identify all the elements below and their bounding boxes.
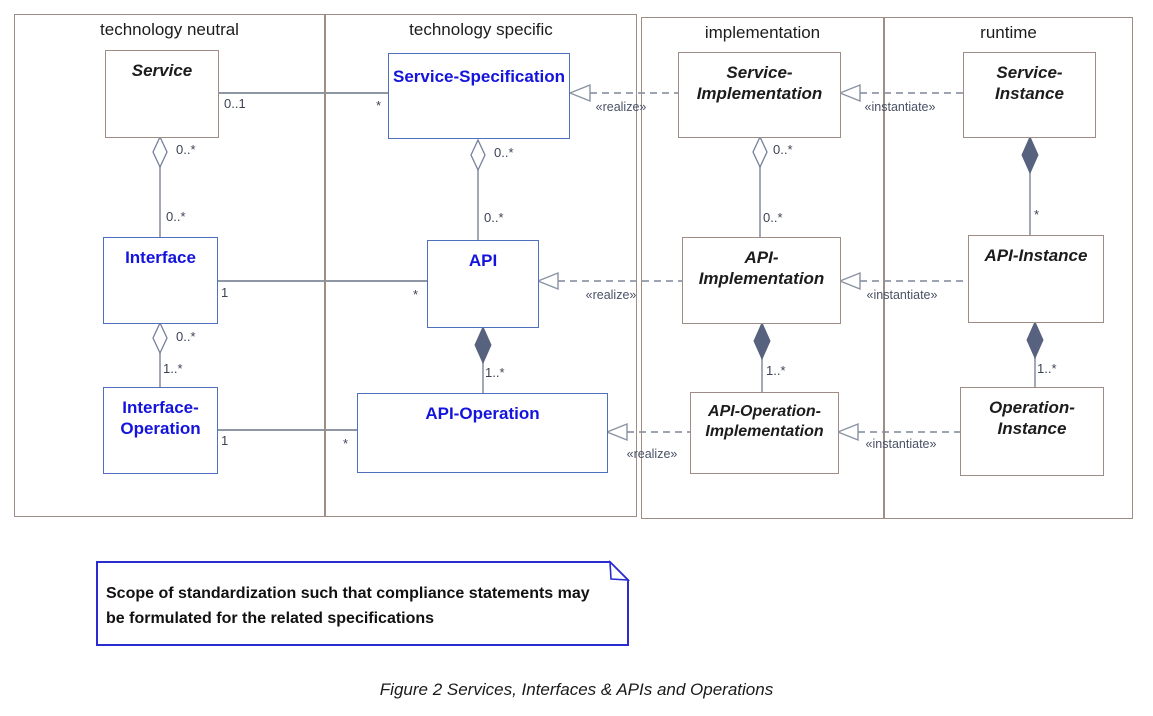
multiplicity-label: 0..* xyxy=(494,145,514,160)
aggregation-serviceimplementation-apiimplementation xyxy=(752,135,768,237)
realize-apioperationimplementation-apioperation xyxy=(605,422,690,442)
realize-apiimplementation-api xyxy=(536,271,682,291)
multiplicity-label: 0..* xyxy=(176,142,196,157)
aggregation-diamond-icon xyxy=(152,135,168,169)
multiplicity-label: 0..* xyxy=(773,142,793,157)
composition-diamond-icon xyxy=(753,321,771,361)
multiplicity-label: 1..* xyxy=(163,361,183,376)
multiplicity-label: 1..* xyxy=(1037,361,1057,376)
class-box-api-operation-implementation: API-Operation-Implementation xyxy=(690,392,839,474)
multiplicity-label: 0..* xyxy=(484,210,504,225)
class-box-api-implementation: API-Implementation xyxy=(682,237,841,324)
realize-arrow-icon xyxy=(536,271,559,291)
multiplicity-label: 1 xyxy=(221,285,229,300)
multiplicity-label: 1..* xyxy=(485,365,505,380)
note-fold-icon xyxy=(609,559,631,581)
multiplicity-label: 0..* xyxy=(176,329,196,344)
multiplicity-label: * xyxy=(413,287,419,302)
multiplicity-label: 0..1 xyxy=(224,96,246,111)
stereotype-instantiate-label: «instantiate» xyxy=(864,100,936,114)
composition-api-apioperation xyxy=(474,325,492,393)
scope-note: Scope of standardization such that compl… xyxy=(106,585,590,627)
composition-apiimplementation-apioperationimplementation xyxy=(753,321,771,392)
class-box-service-instance: Service-Instance xyxy=(963,52,1096,138)
multiplicity-label: 0..* xyxy=(166,209,186,224)
multiplicity-label: * xyxy=(376,98,382,113)
composition-serviceinstance-apiinstance xyxy=(1021,135,1039,235)
figure-caption: Figure 2 Services, Interfaces & APIs and… xyxy=(379,680,774,699)
composition-apiinstance-operationinstance xyxy=(1026,320,1044,387)
composition-diamond-icon xyxy=(1026,320,1044,360)
realize-arrow-icon xyxy=(605,422,628,442)
multiplicity-label: * xyxy=(1034,207,1040,222)
instantiate-arrow-icon xyxy=(838,83,861,103)
stereotype-realize-label: «realize» xyxy=(626,447,678,461)
lane-label: implementation xyxy=(704,23,821,42)
composition-diamond-icon xyxy=(474,325,492,365)
class-box-api-operation: API-Operation xyxy=(357,393,608,473)
class-box-api-instance: API-Instance xyxy=(968,235,1104,323)
instantiate-apiinstance-apiimplementation xyxy=(838,271,968,291)
instantiate-serviceinstance-serviceimplementation xyxy=(838,83,963,103)
aggregation-diamond-icon xyxy=(752,135,768,169)
note-shape xyxy=(96,559,631,646)
instantiate-arrow-icon xyxy=(838,271,861,291)
class-box-service-specification: Service-Specification xyxy=(388,53,570,139)
aggregation-servicespecification-api xyxy=(470,138,486,240)
lane-technology-neutral: technology neutral xyxy=(14,14,325,517)
class-box-interface-operation: Interface-Operation xyxy=(103,387,218,474)
stereotype-realize-label: «realize» xyxy=(585,288,637,302)
multiplicity-label: 0..* xyxy=(763,210,783,225)
class-box-api: API xyxy=(427,240,539,328)
multiplicity-label: 1 xyxy=(221,433,229,448)
instantiate-operationinstance-apioperationimplementation xyxy=(836,422,960,442)
lane-runtime: runtime xyxy=(884,17,1133,519)
class-box-service: Service xyxy=(105,50,219,138)
lane-label: technology neutral xyxy=(100,20,239,39)
multiplicity-label: * xyxy=(343,436,349,451)
class-box-operation-instance: Operation-Instance xyxy=(960,387,1104,476)
composition-diamond-icon xyxy=(1021,135,1039,175)
instantiate-arrow-icon xyxy=(836,422,859,442)
stereotype-realize-label: «realize» xyxy=(595,100,647,114)
lane-technology-specific: technology specific xyxy=(325,14,637,517)
class-box-service-implementation: Service-Implementation xyxy=(678,52,841,138)
stereotype-instantiate-label: «instantiate» xyxy=(866,288,938,302)
multiplicity-label: 1..* xyxy=(766,363,786,378)
lane-label: technology specific xyxy=(409,20,553,39)
realize-arrow-icon xyxy=(568,83,591,103)
stereotype-instantiate-label: «instantiate» xyxy=(865,437,937,451)
aggregation-service-interface xyxy=(152,135,168,237)
aggregation-diamond-icon xyxy=(152,321,168,355)
lane-implementation: implementation xyxy=(641,17,884,519)
realize-serviceimplementation-servicespecification xyxy=(568,83,678,103)
aggregation-diamond-icon xyxy=(470,138,486,172)
aggregation-interface-interfaceoperation xyxy=(152,321,168,387)
lane-label: runtime xyxy=(980,23,1037,42)
class-box-interface: Interface xyxy=(103,237,218,324)
